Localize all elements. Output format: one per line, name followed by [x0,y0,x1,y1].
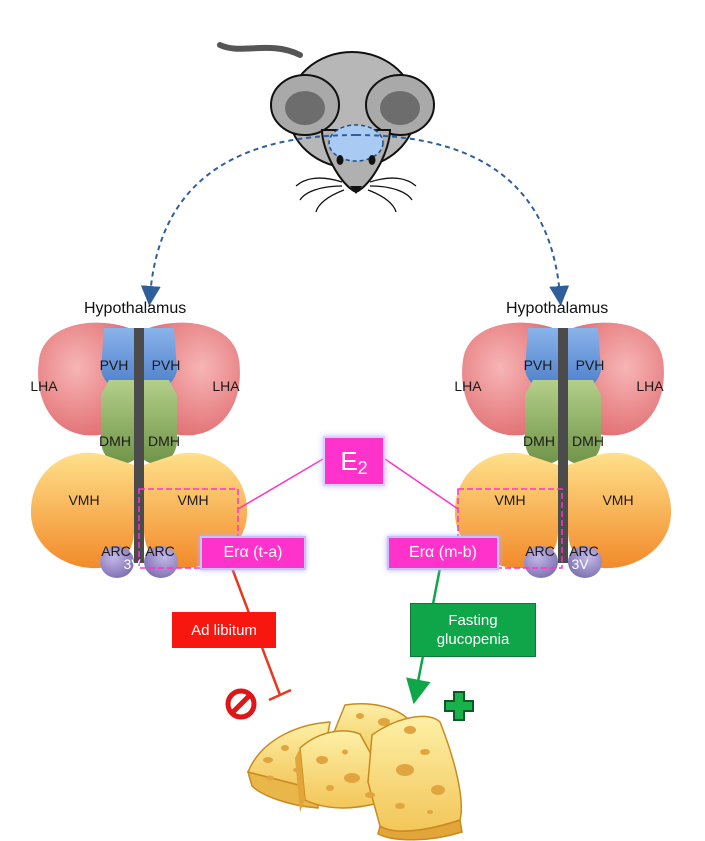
right-vmh-arc-selection [457,488,563,569]
left-vmh-label-r: VMH [177,492,209,508]
left-hypothalamus-brain [30,322,248,578]
arrow-to-right-hypothalamus [355,134,570,306]
e2-base: E [340,445,358,476]
prohibit-icon [225,688,257,720]
right-arc-label-l: ARC [525,543,555,559]
right-vmh-label-r: VMH [602,492,634,508]
left-arc-label-l: ARC [101,543,131,559]
left-dmh-label-r: DMH [148,433,180,449]
e2-right-line [384,458,459,510]
mouse-icon [217,42,435,213]
left-3v-label: 3V [123,556,141,572]
left-dmh-label-l: DMH [99,433,131,449]
glucopenia-line: glucopenia [436,631,510,648]
left-vmh-arc-selection [138,488,239,569]
right-pvh-label-l: PVH [523,357,553,373]
left-pvh-label-r: PVH [151,357,181,373]
third-ventricle [134,328,144,563]
er-alpha-left-box: Erα (t-a) [200,536,306,570]
third-ventricle [558,328,568,563]
ad-libitum-box: Ad libitum [172,612,276,648]
left-arc-label-r: ARC [145,543,175,559]
left-vmh-label-l: VMH [68,492,100,508]
er-alpha-right-box: Erα (m-b) [387,536,499,570]
left-hypothalamus-title: Hypothalamus [84,300,187,317]
left-pvh-label-l: PVH [99,357,129,373]
right-dmh-label-l: DMH [523,433,555,449]
cheese-icon [246,703,463,841]
plus-icon [444,691,474,721]
right-vmh-label-l: VMH [494,492,526,508]
inhibition-bar [268,688,292,702]
fasting-glucopenia-box: Fasting glucopenia [410,603,536,657]
right-hypothalamus-title: Hypothalamus [506,300,609,317]
e2-subscript: 2 [357,457,368,478]
fasting-line: Fasting [448,612,498,629]
left-lha-label-l: LHA [30,378,58,394]
arrow-to-left-hypothalamus [140,134,357,306]
right-hypothalamus-brain [454,322,672,578]
left-lha-label-r: LHA [212,378,240,394]
right-3v-label: 3V [571,556,589,572]
right-pvh-label-r: PVH [575,357,605,373]
e2-left-line [237,458,324,510]
right-lha-label-l: LHA [454,378,482,394]
right-lha-label-r: LHA [636,378,664,394]
right-arc-label-r: ARC [569,543,599,559]
right-dmh-label-r: DMH [572,433,604,449]
